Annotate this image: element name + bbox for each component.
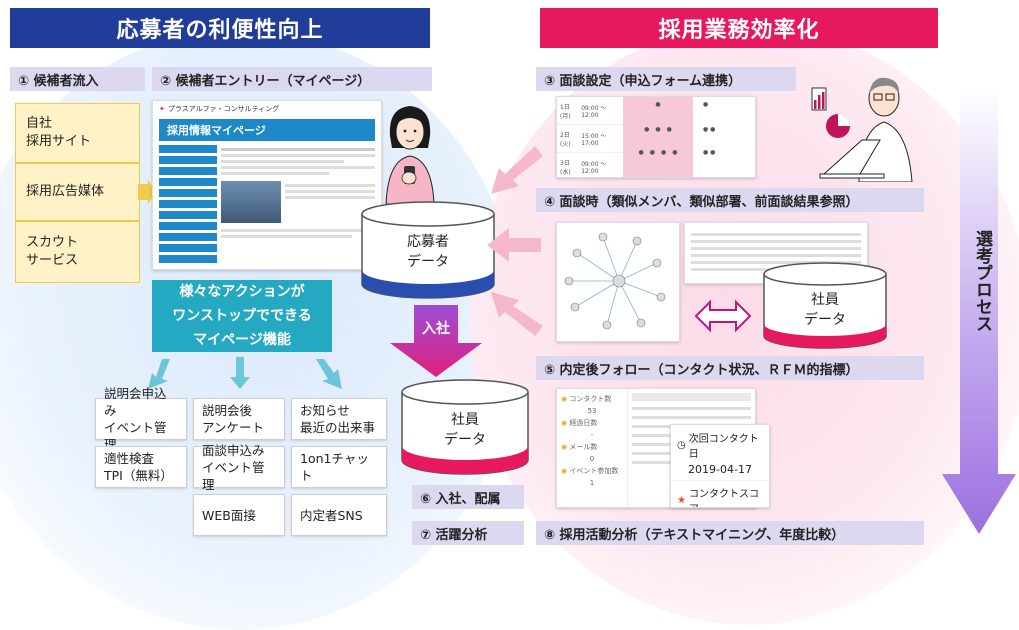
pink-arrows-icon	[487, 146, 543, 336]
schedule-screenshot: 1日(月) 09:00 ～ 12:00 2日(火) 15:00 ～ 17:00 …	[556, 96, 756, 178]
schedule-time-1: 09:00 ～ 12:00	[581, 104, 607, 119]
employee-db-label: 社員 データ	[418, 410, 512, 450]
network-graph-screenshot	[556, 222, 680, 342]
step-4-label: ④ 面談時（類似メンバ、類似部署、前面談結果参照）	[536, 188, 924, 212]
feature-news-line2: 最近の出来事	[300, 420, 376, 435]
schedule-time-3: 09:00 ～ 12:00	[581, 160, 607, 175]
feature-survey-line2: アンケート	[202, 420, 265, 435]
schedule-slot-column: ● ●●● ●●●●	[623, 97, 693, 177]
follow-metrics: ◉ コンタクト数 53 ◉ 経過日数 - ◉ メール数 0 ◉ イベント参加数 …	[561, 395, 619, 487]
feature-tpi-line1: 適性検査	[104, 451, 155, 466]
star-icon: ★	[677, 494, 686, 506]
schedule-date-1: 1日(月)	[560, 103, 571, 120]
mypage-photo-image	[221, 181, 281, 223]
applicant-db-line2: データ	[407, 254, 449, 270]
nyusha-label: 入社	[422, 321, 450, 337]
step-2-label: ② 候補者エントリー（マイページ）	[152, 67, 432, 91]
features-box-line2: ワンストップでできる	[172, 308, 312, 324]
step-1-label: ① 候補者流入	[10, 67, 145, 91]
mypage-screenshot: ✦ プラスアルファ・コンサルティング 採用情報マイページ	[152, 100, 382, 270]
employee-db-line1: 社員	[451, 412, 479, 428]
contact-card: ◷次回コンタクト日 2019-04-17 ★コンタクトスコア 156	[670, 424, 770, 508]
feature-interview-line2: イベント管理	[202, 459, 265, 492]
feature-survey-line1: 説明会後	[202, 403, 253, 418]
contact-count-value: 53	[587, 407, 597, 415]
score-label: コンタクトスコア	[688, 489, 759, 507]
mail-value: 0	[589, 455, 595, 463]
features-box-line1: 様々なアクションが	[179, 284, 305, 300]
applicant-db-icon	[361, 201, 495, 299]
mypage-features-box: 様々なアクションが ワンストップでできる マイページ機能	[152, 280, 332, 352]
feature-news: お知らせ最近の出来事	[291, 398, 387, 440]
step-5-label: ⑤ 内定後フォロー（コンタクト状況、ＲＦＭ的指標）	[536, 356, 924, 380]
step-3-label: ③ 面談設定（申込フォーム連携）	[536, 67, 796, 91]
source-ad-text: 採用広告媒体	[26, 184, 105, 199]
feature-sns: 内定者SNS	[291, 494, 387, 536]
schedule-time-2: 15:00 ～ 17:00	[581, 132, 607, 147]
source-jisha-line2: 採用サイト	[26, 134, 92, 149]
source-jisha: 自社採用サイト	[15, 103, 140, 163]
employee-db-right-label: 社員 データ	[778, 290, 872, 330]
feature-news-line1: お知らせ	[300, 403, 350, 418]
left-banner-text: 応募者の利便性向上	[116, 18, 324, 43]
features-box-line3: マイページ機能	[193, 332, 291, 348]
source-scout: スカウトサービス	[15, 221, 140, 283]
features-arrows-icon	[148, 357, 342, 389]
employee-db-right-line2: データ	[804, 312, 846, 328]
employee-db-icon	[401, 379, 529, 475]
right-banner-text: 採用業務効率化	[658, 18, 820, 43]
brand-logo-icon: ✦	[159, 105, 165, 113]
schedule-date-2: 2日(火)	[560, 131, 571, 148]
step-6-label: ⑥ 入社、配属	[412, 485, 524, 509]
next-contact-value: 2019-04-17	[671, 460, 769, 481]
feature-interview-apply: 面談申込みイベント管理	[193, 442, 285, 492]
feature-interview-line1: 面談申込み	[202, 442, 265, 458]
sources-arrow-icon	[138, 180, 156, 204]
recruiter-man-icon	[811, 77, 913, 182]
schedule-date-3: 3日(水)	[560, 159, 571, 176]
mail-label: メール数	[569, 443, 598, 451]
process-label: 選考プロセス	[972, 230, 992, 332]
step-8-label: ⑧ 採用活動分析（テキストマイニング、年度比較）	[536, 521, 924, 545]
elapsed-label: 経過日数	[569, 419, 598, 427]
feature-seminar: 説明会申込みイベント管理	[95, 386, 187, 452]
source-ad: 採用広告媒体	[15, 163, 140, 221]
feature-survey: 説明会後アンケート	[193, 398, 285, 440]
employee-db-right-line1: 社員	[811, 292, 839, 308]
employee-db-right-icon	[763, 262, 887, 349]
mypage-side-menu	[159, 145, 217, 263]
feature-sns-text: 内定者SNS	[300, 507, 363, 523]
event-label: イベント参加数	[569, 467, 619, 475]
double-arrow-icon	[694, 300, 752, 332]
network-graph-icon	[564, 232, 666, 330]
event-value: 1	[589, 479, 595, 487]
applicant-db-line1: 応募者	[407, 234, 449, 250]
next-contact-label: 次回コンタクト日	[688, 434, 759, 460]
step-7-label: ⑦ 活躍分析	[412, 521, 524, 545]
source-scout-line2: サービス	[26, 253, 79, 268]
source-scout-line1: スカウト	[26, 235, 79, 250]
feature-tpi: 適性検査 TPI（無料）	[95, 446, 187, 488]
feature-chat-text: 1on1チャット	[300, 451, 369, 483]
employee-db-line2: データ	[444, 432, 486, 448]
mypage-title: 採用情報マイページ	[159, 119, 375, 141]
clock-icon: ◷	[677, 439, 686, 451]
right-banner: 採用業務効率化	[540, 8, 938, 48]
elapsed-value: -	[590, 431, 594, 439]
mypage-content	[221, 145, 375, 263]
feature-seminar-line1: 説明会申込み	[104, 386, 167, 418]
left-banner: 応募者の利便性向上	[10, 8, 430, 48]
feature-web-text: WEB面接	[202, 507, 256, 523]
nyusha-arrow-icon	[390, 305, 482, 377]
source-jisha-line1: 自社	[26, 116, 53, 131]
process-arrow-icon	[942, 88, 1016, 534]
applicant-woman-icon	[385, 106, 435, 204]
feature-web-interview: WEB面接	[193, 494, 285, 536]
contact-count-label: コンタクト数	[569, 395, 612, 403]
feature-tpi-line2: TPI（無料）	[104, 468, 173, 483]
applicant-db-label: 応募者 データ	[380, 232, 476, 272]
mypage-brand: プラスアルファ・コンサルティング	[167, 105, 280, 113]
feature-1on1-chat: 1on1チャット	[291, 446, 387, 488]
